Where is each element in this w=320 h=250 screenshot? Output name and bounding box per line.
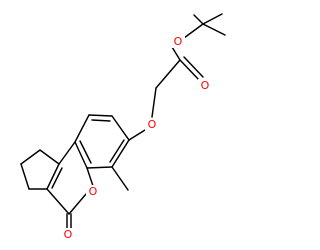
aryl-ether-oxygen: O	[145, 118, 159, 131]
bond-c3a-to-c9b-inner	[51, 167, 63, 189]
ester-carbonyl-oxygen-label: O	[201, 79, 210, 92]
bond-carbonyl-c-to-ch2	[155, 59, 181, 89]
bond-c5a-to-ring-o	[86, 167, 94, 187]
ester-ether-oxygen: O	[171, 35, 185, 48]
bond-carbonyl-c-to-o-a	[179, 59, 201, 82]
bond-ring-c9a-to-c5a	[74, 141, 88, 169]
bond-tbutyl-top-right	[202, 13, 223, 25]
bond-carbonyl-c-to-o-b	[183, 56, 204, 78]
bond-ring-c6-to-methyl	[111, 166, 129, 191]
bond-ch2-top-to-ch2-left	[20, 149, 41, 165]
bond-tbutyl-top-left	[193, 14, 204, 25]
molecule-diagram: O O O O O	[20, 13, 226, 241]
bond-c3a-to-c9b	[46, 163, 60, 190]
lactone-carbonyl-oxygen-label: O	[64, 228, 73, 241]
bond-ch2-to-aryl-o	[151, 87, 157, 118]
bond-ring-c6-to-c7	[111, 139, 130, 168]
bond-ring-o-to-c4	[68, 193, 87, 215]
bond-ring-c8-to-c9-inner	[91, 119, 111, 122]
bond-ch2-left-to-ch2-bottom	[20, 163, 30, 190]
bond-ring-c6-to-c7-inner	[109, 139, 125, 163]
bond-ring-c9-to-c9a	[74, 114, 90, 143]
bond-ring-c5a-to-c6	[86, 166, 113, 169]
bond-layer	[20, 13, 226, 230]
bond-tbutyl-right	[202, 23, 226, 36]
ester-ether-oxygen-label: O	[174, 35, 183, 48]
ring-oxygen: O	[86, 185, 100, 198]
bond-aryl-o-to-ring-c	[128, 129, 146, 141]
bond-ring-c7-to-c8	[111, 115, 130, 141]
bond-c9b-to-ch2-top	[39, 149, 60, 165]
ring-oxygen-label: O	[89, 185, 98, 198]
bond-ester-o-to-carbonyl-c	[171, 46, 181, 61]
lactone-carbonyl-oxygen: O	[61, 228, 75, 241]
bond-tbutyl-to-ester-o	[183, 23, 204, 39]
bond-c4-to-c3a	[46, 188, 70, 215]
bond-ring-c9a-to-c5a-inner	[79, 140, 92, 164]
bond-ring-c8-to-c9	[88, 114, 113, 117]
molecule-structure: O O O O O	[20, 13, 226, 241]
aryl-ether-oxygen-label: O	[148, 118, 157, 131]
ester-carbonyl-oxygen: O	[198, 79, 212, 92]
bond-c9b-to-c9a	[58, 141, 76, 165]
